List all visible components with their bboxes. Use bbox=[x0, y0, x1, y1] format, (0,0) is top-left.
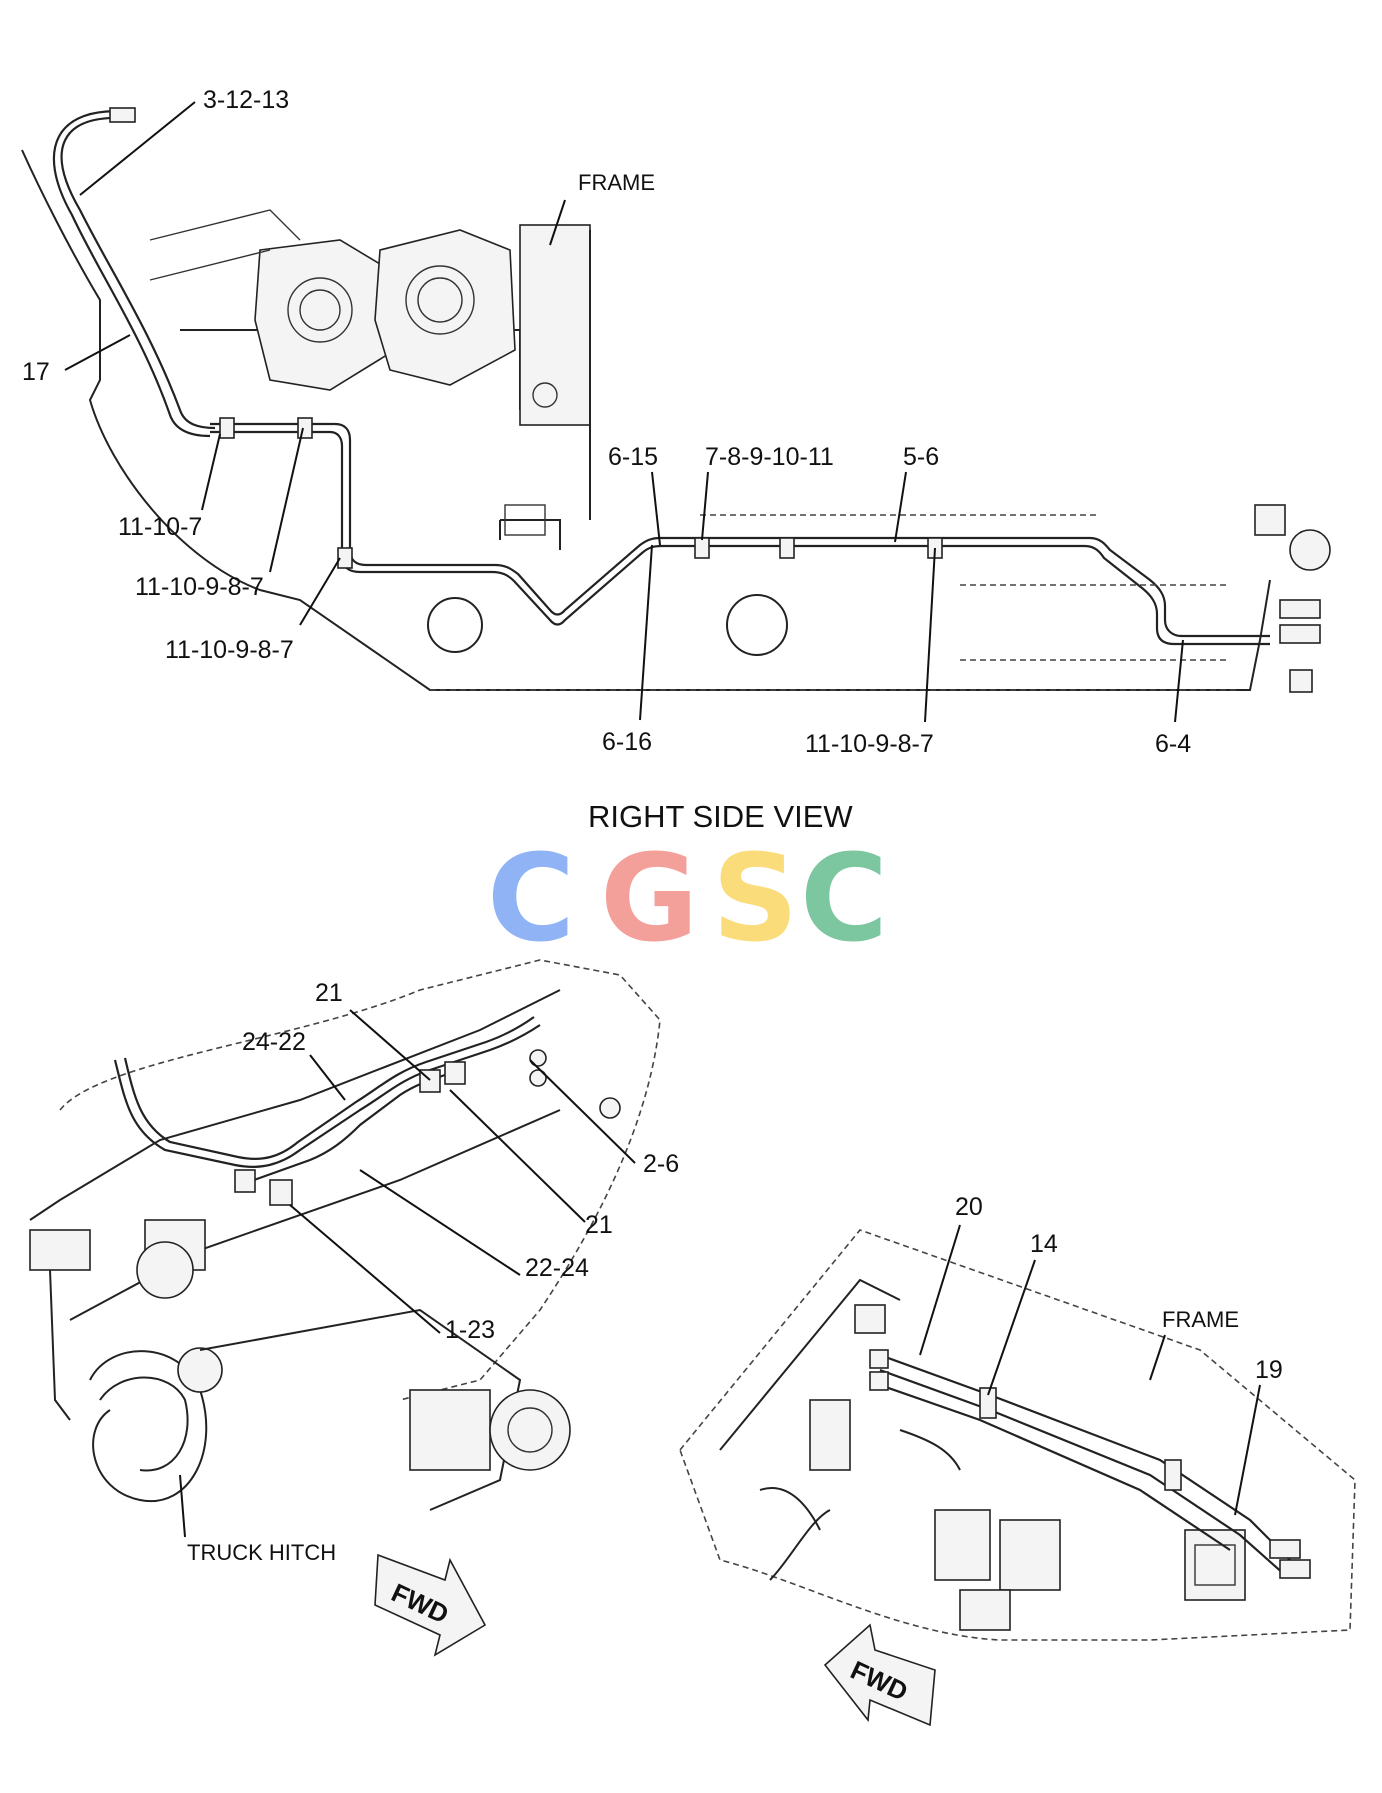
frame-label-top: FRAME bbox=[578, 170, 655, 195]
bottom-right-leaders bbox=[919, 1224, 1261, 1516]
callout-21-top: 21 bbox=[315, 979, 343, 1007]
top-leaders bbox=[64, 101, 1184, 723]
callout-11-10-7: 11-10-7 bbox=[118, 513, 202, 541]
fwd-arrow-right: FWD bbox=[823, 1623, 936, 1727]
truck-hitch-label: TRUCK HITCH bbox=[187, 1540, 336, 1565]
logo-letter-g: G bbox=[600, 830, 699, 969]
callout-17: 17 bbox=[22, 358, 50, 386]
callout-5-6: 5-6 bbox=[903, 443, 939, 471]
callout-19: 19 bbox=[1255, 1356, 1283, 1384]
callout-6-4: 6-4 bbox=[1155, 730, 1191, 758]
logo-letter-s: S bbox=[712, 830, 798, 969]
callout-21-bottom: 21 bbox=[585, 1211, 613, 1239]
callout-6-15: 6-15 bbox=[608, 443, 658, 471]
bottom-left-view bbox=[29, 959, 661, 1511]
callout-3-12-13: 3-12-13 bbox=[203, 86, 289, 114]
view-caption: RIGHT SIDE VIEW bbox=[588, 799, 853, 834]
callout-7-8-9-10-11: 7-8-9-10-11 bbox=[705, 443, 834, 471]
frame-plate bbox=[519, 224, 591, 426]
fwd-arrow-left: FWD bbox=[374, 1553, 487, 1657]
valve-block-left bbox=[254, 239, 396, 391]
callout-22-24: 22-24 bbox=[525, 1254, 589, 1282]
valve-block-right bbox=[374, 229, 516, 386]
callout-11-10-9-8-7-c: 11-10-9-8-7 bbox=[805, 730, 934, 758]
callout-11-10-9-8-7-b: 11-10-9-8-7 bbox=[165, 636, 294, 664]
cgsc-logo: C G S C bbox=[487, 830, 888, 969]
callout-14: 14 bbox=[1030, 1230, 1058, 1258]
callout-20: 20 bbox=[955, 1193, 983, 1221]
callout-11-10-9-8-7-a: 11-10-9-8-7 bbox=[135, 573, 264, 601]
bottom-right-view bbox=[679, 1229, 1356, 1641]
frame-label-bottom: FRAME bbox=[1162, 1307, 1239, 1332]
right-side-view bbox=[21, 107, 1331, 693]
callout-24-22: 24-22 bbox=[242, 1028, 306, 1056]
logo-letter-c2: C bbox=[800, 830, 888, 969]
bottom-left-leaders bbox=[179, 1009, 636, 1538]
callout-6-16: 6-16 bbox=[602, 728, 652, 756]
logo-letter-c1: C bbox=[487, 830, 575, 969]
callout-1-23: 1-23 bbox=[445, 1316, 495, 1344]
callout-2-6: 2-6 bbox=[643, 1150, 679, 1178]
